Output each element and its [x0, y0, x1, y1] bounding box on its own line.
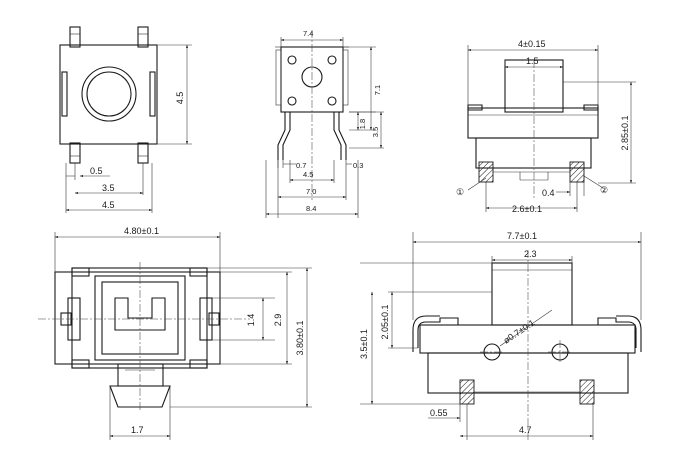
side-small-body	[467, 59, 599, 200]
front-large-actuator-width: 2.3	[524, 249, 537, 259]
bottom-large-body	[38, 262, 250, 412]
front-large-width: 7.7±0.1	[507, 231, 537, 241]
front-dip-height-3.5: 3.5	[371, 127, 380, 137]
top-view-dim-3.5: 3.5	[102, 183, 115, 193]
top-view-dimensions: 4.5 0.5 3.5 4.5	[65, 44, 192, 213]
bottom-large-dim-1.4: 1.4	[246, 314, 256, 327]
top-view-dim-0.5: 0.5	[90, 166, 103, 176]
front-large-height-2.05: 2.05±0.1	[380, 305, 390, 340]
top-view-height-label: 4.5	[175, 92, 185, 105]
front-large-hole-diameter: ø0.7±0.1	[502, 318, 537, 346]
side-small-dimensions: 4±0.15 1.5 2.85±0.1 ① ② 0.4 2.6±0.1	[456, 39, 636, 214]
front-large-view: 7.7±0.1 2.3 2.05±0.1 3.5±0.1 ø0.7±0.1 0.…	[359, 231, 642, 440]
bottom-large-view: 4.80±0.1 1.4 2.9 3.80±0.1 1.7	[38, 226, 312, 440]
front-dip-pitch: 4.5	[303, 170, 313, 179]
side-small-gap: 0.4	[542, 188, 555, 198]
front-large-pad: 0.55	[430, 408, 448, 418]
front-large-height-3.5: 3.5±0.1	[359, 329, 369, 359]
front-large-pitch: 4.7	[519, 425, 532, 435]
front-dip-span: 8.4	[306, 204, 316, 213]
front-dip-height-1.8: 1.8	[358, 119, 367, 129]
front-dip-body	[275, 30, 349, 200]
side-small-view: 4±0.15 1.5 2.85±0.1 ① ② 0.4 2.6±0.1	[456, 39, 636, 214]
bottom-large-dim-3.80: 3.80±0.1	[295, 321, 305, 356]
side-small-pitch: 2.6±0.1	[512, 204, 542, 214]
top-view-dim-4.5: 4.5	[102, 200, 115, 210]
top-view: 4.5 0.5 3.5 4.5	[59, 26, 192, 213]
bottom-large-foot: 1.7	[131, 425, 144, 435]
side-small-height: 2.85±0.1	[620, 116, 630, 151]
bottom-large-dimensions: 4.80±0.1 1.4 2.9 3.80±0.1 1.7	[54, 226, 312, 440]
side-small-width: 4±0.15	[518, 39, 545, 49]
front-large-dimensions: 7.7±0.1 2.3 2.05±0.1 3.5±0.1 ø0.7±0.1 0.…	[359, 231, 642, 440]
front-dip-view: 7.4 7.1 1.8 3.5 0.7 0.3 4.5	[265, 29, 384, 218]
top-view-body	[59, 26, 158, 164]
front-dip-dimensions: 7.4 7.1 1.8 3.5 0.7 0.3 4.5	[265, 29, 384, 218]
front-dip-top-width: 7.4	[303, 29, 313, 38]
front-large-body	[412, 250, 642, 440]
front-dip-height-7.1: 7.1	[373, 85, 382, 95]
side-small-actuator-width: 1.5	[526, 56, 539, 66]
front-dip-row: 7.0	[306, 187, 316, 196]
bottom-large-width: 4.80±0.1	[124, 226, 159, 236]
front-dip-lead-width: 0.7	[296, 161, 306, 170]
bottom-large-dim-2.9: 2.9	[273, 314, 283, 327]
pin-2-marker: ②	[600, 185, 608, 195]
pin-1-marker: ①	[456, 187, 464, 197]
